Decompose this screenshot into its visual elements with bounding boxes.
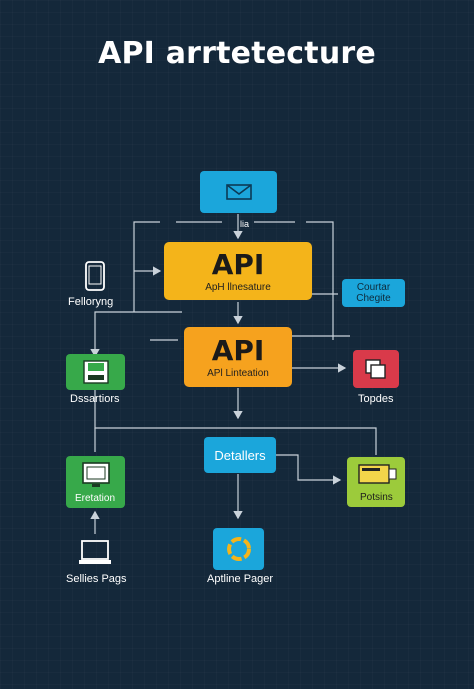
pager-label: Aptline Pager bbox=[207, 573, 274, 585]
api-gateway-title: API bbox=[211, 247, 265, 281]
panel-icon bbox=[358, 464, 397, 484]
phone-label: Felloryng bbox=[68, 296, 114, 308]
detailers-label: Detallers bbox=[214, 447, 266, 463]
api-integration-title: API bbox=[211, 333, 265, 367]
envelope-tag: lia bbox=[240, 219, 250, 229]
phone-node[interactable] bbox=[82, 261, 108, 291]
api-integration-subtitle: APl Linteation bbox=[207, 367, 269, 379]
laptop-node[interactable] bbox=[78, 538, 112, 568]
storage-node[interactable] bbox=[66, 354, 125, 390]
courier-node[interactable]: Courtar Chegite bbox=[342, 279, 405, 307]
potsins-node[interactable]: Potsins bbox=[347, 457, 405, 507]
envelope-node[interactable] bbox=[200, 171, 277, 213]
topdes-label: Topdes bbox=[358, 393, 394, 405]
laptop-label: Sellies Pags bbox=[66, 573, 127, 585]
floppy-icon bbox=[82, 360, 109, 384]
api-gateway-subtitle: ApH llnesature bbox=[205, 281, 271, 293]
api-integration-node[interactable]: API APl Linteation bbox=[184, 327, 292, 387]
storage-label: Dssartiors bbox=[70, 393, 120, 405]
api-gateway-node[interactable]: API ApH llnesature bbox=[164, 242, 312, 300]
pager-node[interactable] bbox=[213, 528, 264, 570]
diagram-title: API arrtetecture bbox=[98, 36, 376, 71]
monitor-icon bbox=[82, 462, 110, 487]
ring-icon bbox=[226, 537, 251, 561]
phone-icon bbox=[85, 261, 105, 291]
courier-line1: Courtar bbox=[356, 282, 391, 293]
detailers-node[interactable]: Detallers bbox=[204, 437, 276, 473]
stacked-pages-icon bbox=[365, 359, 386, 379]
courier-line2: Chegite bbox=[356, 293, 391, 304]
potsins-label: Potsins bbox=[360, 492, 393, 503]
laptop-icon bbox=[79, 540, 111, 564]
topdes-node[interactable] bbox=[353, 350, 399, 388]
monitor-node[interactable]: Eretation bbox=[66, 456, 125, 508]
envelope-icon bbox=[225, 184, 252, 200]
monitor-label: Eretation bbox=[75, 493, 116, 504]
